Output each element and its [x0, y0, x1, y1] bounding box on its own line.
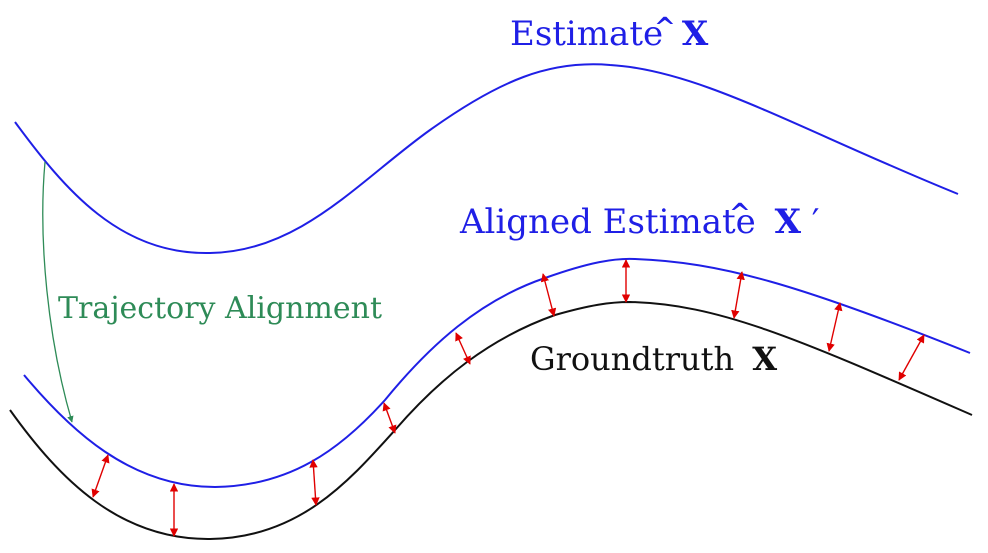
- error-arrow: [898, 334, 925, 381]
- groundtruth-label-text: Groundtruth: [530, 340, 734, 378]
- estimate-label-symbol: X: [682, 14, 709, 54]
- estimate-curve: [14, 63, 959, 255]
- estimate-hat: ^: [654, 13, 676, 43]
- aligned-estimate-label: Aligned Estimate X ′: [459, 202, 820, 242]
- alignment-label: Trajectory Alignment: [58, 291, 382, 326]
- aligned-estimate-label-text: Aligned Estimate: [459, 202, 756, 242]
- aligned-estimate-hat: ^: [729, 199, 751, 229]
- error-arrow: [540, 273, 557, 317]
- error-arrow: [731, 271, 745, 319]
- error-arrow: [826, 302, 843, 352]
- aligned-estimate-label-symbol: X: [775, 202, 802, 242]
- error-arrows: [91, 259, 925, 537]
- error-arrow: [91, 454, 110, 498]
- aligned-estimate-label-prime: ′: [812, 202, 820, 242]
- error-arrow: [309, 459, 320, 506]
- groundtruth-label: Groundtruth X: [530, 340, 777, 378]
- estimate-label-text: Estimate: [510, 14, 663, 54]
- alignment-arrow: [42, 161, 74, 423]
- aligned-estimate-curve: [23, 257, 971, 489]
- groundtruth-curve: [9, 300, 973, 541]
- error-arrow: [455, 332, 471, 365]
- estimate-label: Estimate X: [510, 14, 709, 54]
- groundtruth-label-symbol: X: [752, 340, 777, 378]
- error-arrow: [382, 402, 397, 434]
